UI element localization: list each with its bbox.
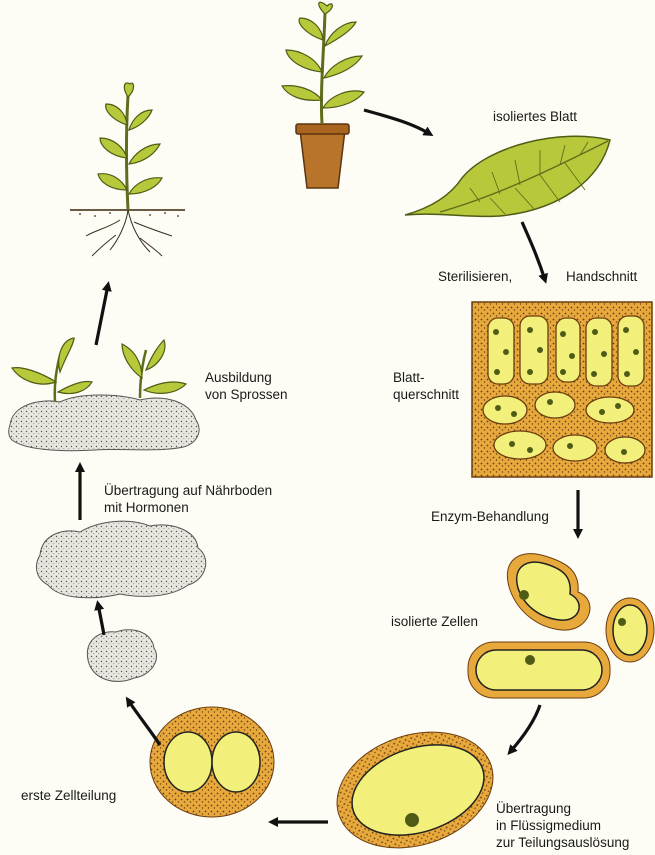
- potted-plant: [282, 2, 364, 188]
- arrow-leaf-to-section: [522, 222, 545, 280]
- small-callus: [87, 630, 156, 682]
- arrow-division-to-small-callus: [128, 700, 160, 745]
- label-enzyme: Enzym-Behandlung: [431, 508, 549, 525]
- label-nutrient-transfer: Übertragung auf Nährboden mit Hormonen: [104, 482, 272, 516]
- label-cross-section: Blatt- querschnitt: [393, 369, 459, 403]
- regenerated-plant: [70, 83, 185, 256]
- label-transfer-liquid: Übertragung in Flüssigmedium zur Teilung…: [496, 800, 629, 851]
- label-sterilize: Sterilisieren,: [438, 268, 512, 285]
- cell-in-liquid-medium: [322, 713, 508, 855]
- label-shoot-formation: Ausbildung von Sprossen: [205, 369, 288, 403]
- label-isolated-leaf: isoliertes Blatt: [493, 108, 577, 125]
- label-first-division: erste Zellteilung: [21, 787, 116, 804]
- isolated-cells: [468, 554, 654, 698]
- label-isolated-cells: isolierte Zellen: [391, 613, 478, 630]
- callus-with-shoots: [9, 338, 199, 451]
- leaf-cross-section: [472, 302, 652, 477]
- arrow-small-to-large-callus: [98, 604, 104, 635]
- dividing-cell: [150, 707, 274, 817]
- arrow-cells-to-medium: [510, 705, 540, 752]
- label-hand-cut: Handschnitt: [566, 268, 637, 285]
- large-callus: [36, 521, 205, 598]
- arrow-plant-to-leaf: [364, 110, 430, 134]
- arrow-shoots-to-plant: [96, 285, 108, 345]
- isolated-leaf: [405, 136, 610, 216]
